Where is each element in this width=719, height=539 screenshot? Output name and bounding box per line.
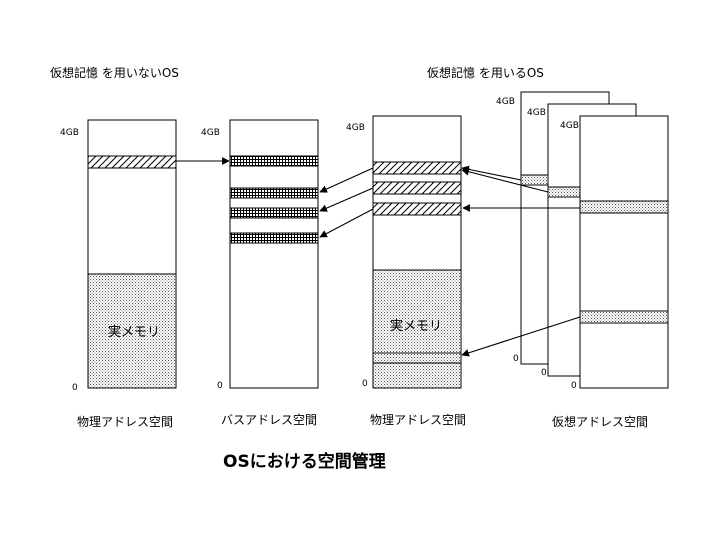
arrow-physical-to-bus-3 [319,208,374,238]
column-label-virtual: 仮想アドレス空間 [552,415,649,429]
axis-bottom-bus: 0 [217,381,223,391]
column-label-physical-left: 物理アドレス空間 [77,415,174,429]
real-memory-label-left: 実メモリ [108,325,161,340]
virtual-space-front [579,115,669,389]
heading-without-vm: 仮想記憶 を用いないOS [50,66,179,80]
axis-top-virtual-middle: 4GB [527,108,546,118]
column-label-physical-right: 物理アドレス空間 [370,413,467,427]
heading-with-vm: 仮想記憶 を用いるOS [427,66,544,80]
axis-bottom-physical-left: 0 [72,383,78,393]
diagram-caption: OSにおける空間管理 [223,452,386,472]
axis-bottom-virtual-middle: 0 [541,368,547,378]
arrow-virtual-back [461,165,522,181]
arrow-physical-to-bus-1 [319,167,374,193]
physical-space-right [372,115,462,389]
physical-space-left [87,119,177,389]
axis-top-virtual-front: 4GB [560,121,579,131]
column-label-bus: バスアドレス空間 [221,413,318,427]
bus-space [229,119,319,389]
mapping-arrows [176,157,581,357]
axis-bottom-virtual-back: 0 [513,354,519,364]
axis-bottom-virtual-front: 0 [571,381,577,391]
arrow-physical-to-bus-2 [319,187,374,212]
axis-bottom-physical-right: 0 [362,379,368,389]
axis-top-virtual-back: 4GB [496,97,515,107]
arrow-virtual-middle [461,167,549,193]
real-memory-label-right: 実メモリ [390,319,443,334]
axis-top-bus: 4GB [201,128,220,138]
arrow-virtual-front-2 [461,316,581,357]
axis-top-physical-left: 4GB [60,128,79,138]
axis-top-physical-right: 4GB [346,123,365,133]
